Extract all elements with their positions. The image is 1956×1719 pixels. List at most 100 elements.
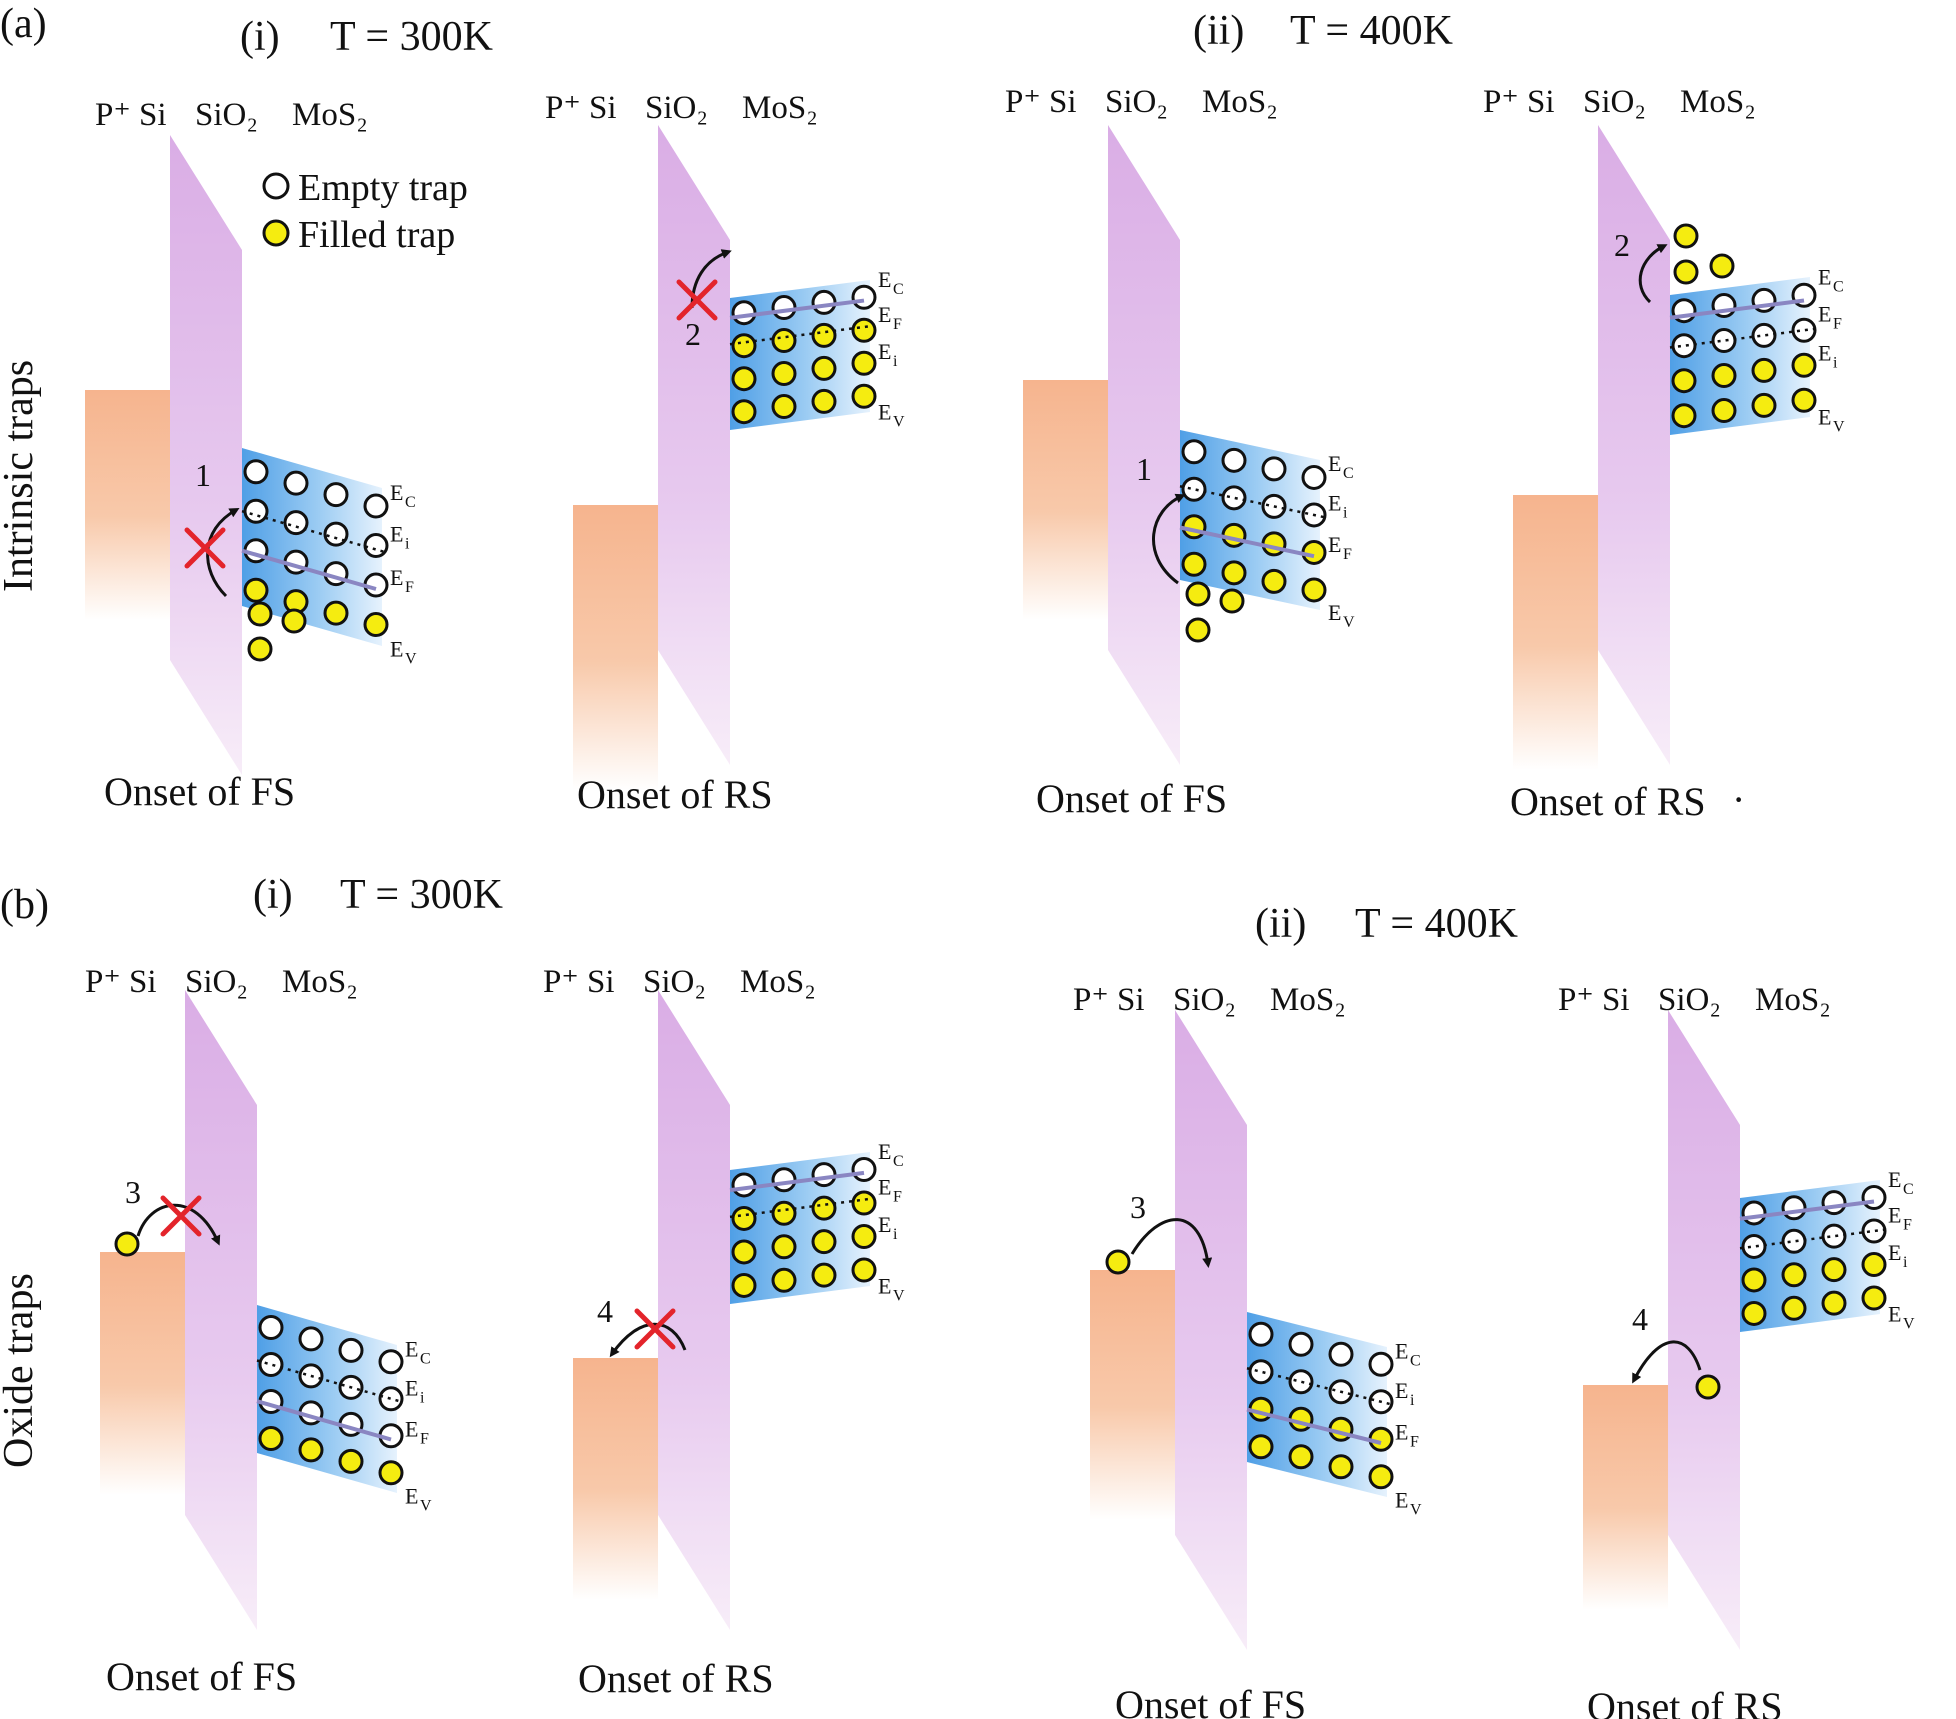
- band-subscript: C: [420, 1350, 431, 1367]
- filled-trap-icon: [1791, 352, 1817, 378]
- band-subscript: C: [893, 281, 904, 298]
- band-subscript: F: [893, 1189, 902, 1206]
- transition-arrow-icon: [1152, 493, 1186, 585]
- blocked-cross-icon: [160, 1195, 202, 1237]
- layer-label-mos2: MoS₂: [742, 90, 818, 126]
- filled-trap-icon: [298, 1437, 324, 1463]
- fermi-level-line: [241, 548, 377, 591]
- layer-label-p-si: P⁺ Si: [543, 964, 615, 1000]
- band-letter: E: [405, 1336, 418, 1361]
- layer-label-sio2: SiO₂: [185, 964, 248, 1000]
- blocked-cross-icon: [184, 527, 226, 569]
- panel-tag: (b): [0, 882, 49, 928]
- band-subscript: F: [420, 1430, 429, 1447]
- filled-trap-icon: [1368, 1464, 1394, 1490]
- intrinsic-level-line: [1669, 327, 1815, 349]
- oxide-layer: [658, 125, 730, 765]
- band-subscript: V: [405, 650, 417, 667]
- row-label-oxide: Oxide traps: [0, 1273, 42, 1468]
- fermi-level-line: [1669, 298, 1805, 320]
- empty-trap-icon: [1671, 333, 1697, 359]
- filled-trap-icon: [1219, 588, 1245, 614]
- band-subscript: C: [1833, 278, 1844, 295]
- filled-trap-icon: [771, 1200, 797, 1226]
- filled-trap-icon: [811, 322, 837, 348]
- band-subscript: F: [405, 579, 414, 596]
- onset-caption: Onset of RS: [1587, 1684, 1783, 1719]
- empty-trap-icon: [363, 493, 389, 519]
- filled-trap-icon: [1181, 551, 1207, 577]
- transition-arrow-icon: [136, 1203, 221, 1246]
- layer-label-mos2: MoS₂: [282, 964, 358, 1000]
- filled-trap-icon: [1221, 522, 1247, 548]
- filled-trap-icon: [811, 1229, 837, 1255]
- filled-trap-icon: [363, 612, 389, 638]
- band-letter: E: [878, 339, 891, 364]
- filled-trap-icon: [1673, 223, 1699, 249]
- band-subscript: V: [1410, 1501, 1422, 1518]
- onset-caption: Onset of RS: [1510, 779, 1706, 824]
- band-subscript: C: [893, 1153, 904, 1170]
- layer-label-sio2: SiO₂: [1583, 84, 1646, 120]
- blocked-cross-icon: [676, 279, 718, 321]
- filled-trap-icon: [731, 1239, 757, 1265]
- intrinsic-level-line: [1179, 485, 1325, 519]
- empty-trap-icon: [258, 1352, 284, 1377]
- filled-trap-icon: [1673, 259, 1699, 285]
- mos2-band-region: [730, 280, 870, 430]
- filled-trap-icon: [1328, 1454, 1354, 1480]
- silicon-region: [85, 390, 170, 620]
- stray-dot: ·: [1732, 777, 1745, 822]
- filled-trap-icon: [1751, 392, 1777, 418]
- filled-trap-icon: [811, 1262, 837, 1288]
- filled-trap-icon: [243, 577, 269, 603]
- empty-trap-icon: [283, 470, 309, 496]
- empty-trap-icon: [731, 300, 757, 326]
- band-subscript: i: [893, 353, 898, 370]
- filled-trap-icon: [1261, 531, 1287, 557]
- layer-label-p-si: P⁺ Si: [545, 90, 617, 126]
- empty-trap-icon: [1261, 456, 1287, 482]
- process-number: 4: [1632, 1301, 1648, 1337]
- filled-trap-icon: [1301, 539, 1327, 565]
- band-letter: E: [390, 522, 403, 547]
- intrinsic-level-line: [729, 324, 875, 346]
- layer-label-p-si: P⁺ Si: [95, 97, 167, 133]
- empty-trap-legend-icon: [262, 172, 290, 200]
- empty-trap-icon: [283, 510, 309, 536]
- layer-label-p-si: P⁺ Si: [1558, 982, 1630, 1018]
- intrinsic-level-line: [1246, 1367, 1392, 1406]
- band-letter: E: [1888, 1203, 1901, 1228]
- band-letter: E: [1888, 1240, 1901, 1265]
- filled-trap-icon: [1741, 1267, 1767, 1293]
- band-subscript: C: [1903, 1181, 1914, 1198]
- oxide-layer: [658, 990, 730, 1630]
- empty-trap-icon: [1821, 1223, 1847, 1249]
- onset-caption: Onset of RS: [578, 1656, 774, 1701]
- filled-trap-legend-icon: [262, 219, 290, 247]
- band-subscript: V: [1833, 418, 1845, 435]
- empty-trap-icon: [1711, 328, 1737, 354]
- filled-trap-icon: [1261, 568, 1287, 594]
- filled-trap-icon: [1695, 1374, 1721, 1400]
- filled-trap-icon: [1821, 1290, 1847, 1316]
- empty-trap-icon: [243, 498, 269, 524]
- band-letter: E: [405, 1416, 418, 1441]
